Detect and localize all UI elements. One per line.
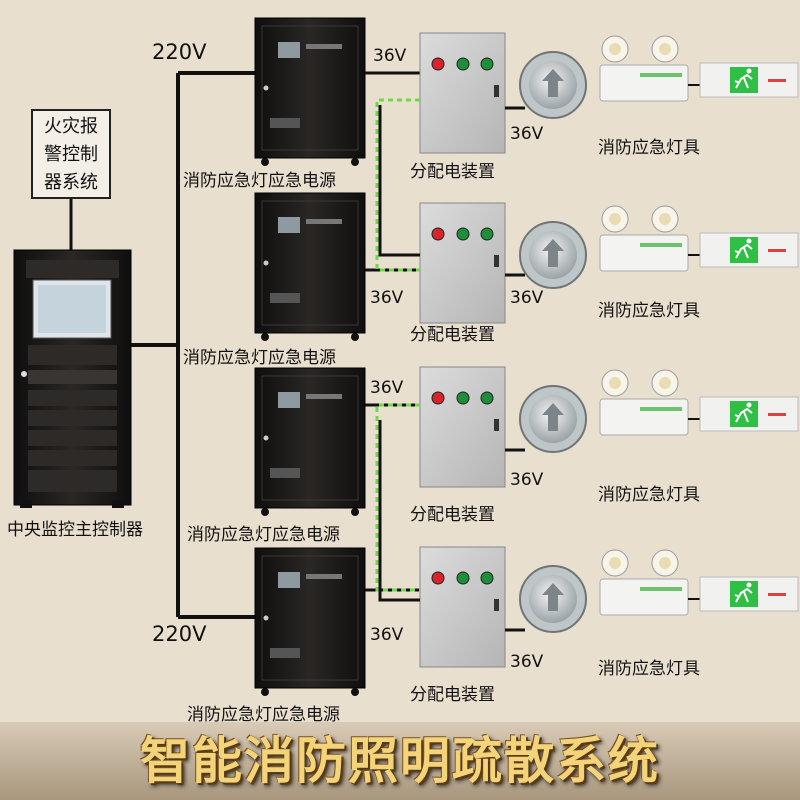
page-title: 智能消防照明疏散系统 [140,731,660,790]
out-voltage-2: 36V [510,288,544,308]
title-banner [0,722,800,800]
distribution-box-4 [419,546,506,668]
box-label-3: 分配电装置 [410,505,495,525]
supply-label-4: 消防应急灯应急电源 [187,705,340,725]
twin-emergency-light-3 [599,369,689,436]
distribution-box-3 [419,366,506,488]
distribution-box-1 [419,32,506,154]
box-label-4: 分配电装置 [410,685,495,705]
exit-sign-2 [699,232,799,268]
exit-sign-4 [699,576,799,612]
alarm-line-3: 器系统 [44,172,98,193]
round-emergency-light-2 [519,221,587,289]
supply-label-1: 消防应急灯应急电源 [183,171,336,191]
box-label-2: 分配电装置 [410,325,495,345]
emergency-power-cabinet-3 [254,367,366,516]
alarm-line-2: 警控制 [44,144,98,165]
box-label-1: 分配电装置 [410,162,495,182]
round-emergency-light-3 [519,385,587,453]
feed-line-2 [378,420,420,602]
twin-emergency-light-4 [599,549,689,616]
round-emergency-light-4 [519,565,587,633]
round-emergency-light-1 [519,51,587,119]
out-voltage-3: 36V [510,470,544,490]
voltage-220v-top: 220V [152,40,207,64]
alarm-line-1: 火灾报 [44,116,98,137]
exit-sign-1 [699,62,799,98]
lamp-label-1: 消防应急灯具 [598,138,700,158]
controller-label: 中央监控主控制器 [7,520,143,540]
out-voltage-1: 36V [510,124,544,144]
supply-label-3: 消防应急灯应急电源 [187,525,340,545]
lamp-label-3: 消防应急灯具 [598,485,700,505]
lamp-label-4: 消防应急灯具 [598,659,700,679]
in-voltage-3: 36V [370,378,404,398]
lamp-label-2: 消防应急灯具 [598,301,700,321]
central-controller-cabinet [13,249,132,508]
twin-emergency-light-1 [599,35,689,102]
in-voltage-4: 36V [370,625,404,645]
emergency-power-cabinet-2 [254,192,366,341]
distribution-box-2 [419,202,506,324]
supply-label-2: 消防应急灯应急电源 [183,348,336,368]
twin-emergency-light-2 [599,205,689,272]
emergency-power-cabinet-4 [254,547,366,696]
in-voltage-1: 36V [373,46,407,66]
exit-sign-3 [699,396,799,432]
out-voltage-4: 36V [510,652,544,672]
in-voltage-2: 36V [370,288,404,308]
feed-line-1 [378,105,420,257]
main-220v-bus [131,71,255,619]
signal-line-2 [375,403,420,592]
signal-line-1 [375,98,420,272]
voltage-220v-bottom: 220V [152,622,207,646]
emergency-power-cabinet-1 [254,17,366,166]
rows-layer [254,17,799,696]
fire-alarm-controller-box: 火灾报 警控制 器系统 [31,109,111,199]
